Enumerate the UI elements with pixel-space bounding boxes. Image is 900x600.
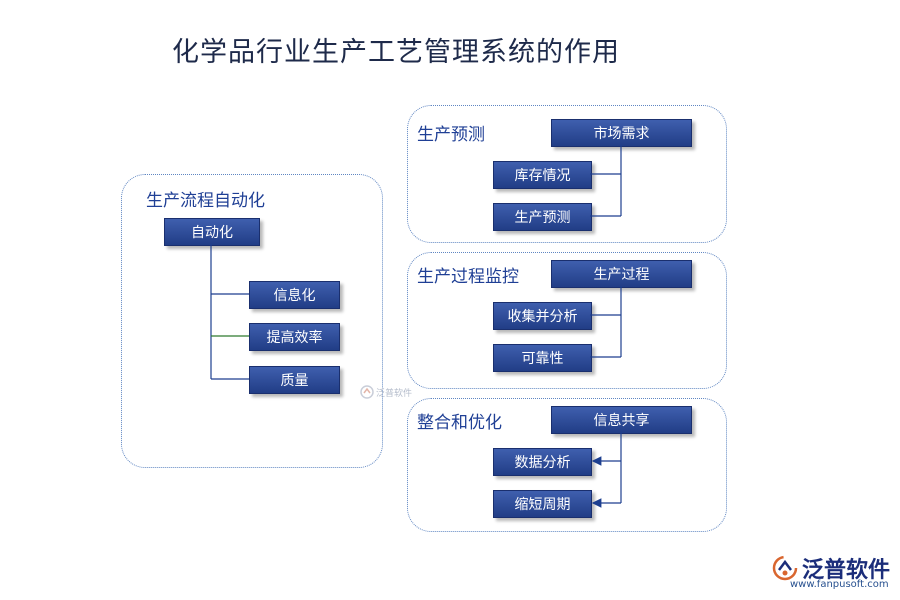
node-quality: 质量 bbox=[249, 366, 340, 394]
node-informatization: 信息化 bbox=[249, 281, 340, 309]
node-shorten-cycle: 缩短周期 bbox=[493, 490, 592, 518]
node-automation: 自动化 bbox=[164, 218, 260, 246]
watermark-logo-icon bbox=[360, 385, 374, 399]
brand-name: 泛普软件 bbox=[802, 558, 891, 583]
brand-logo: 泛普软件 bbox=[772, 552, 890, 584]
panel-heading-integration: 整合和优化 bbox=[417, 413, 502, 433]
node-inventory: 库存情况 bbox=[493, 161, 592, 189]
brand-url: www.fanpusoft.com bbox=[790, 579, 889, 590]
node-production-forecast: 生产预测 bbox=[493, 203, 592, 231]
node-reliability: 可靠性 bbox=[493, 344, 592, 372]
node-info-sharing: 信息共享 bbox=[551, 406, 692, 434]
node-efficiency: 提高效率 bbox=[249, 323, 340, 351]
panel-heading-forecast: 生产预测 bbox=[417, 125, 485, 145]
page-title: 化学品行业生产工艺管理系统的作用 bbox=[172, 37, 620, 68]
node-collect-analyze: 收集并分析 bbox=[493, 302, 592, 330]
panel-heading-automation: 生产流程自动化 bbox=[146, 191, 265, 211]
watermark: 泛普软件 bbox=[360, 385, 412, 399]
panel-heading-monitoring: 生产过程监控 bbox=[417, 267, 519, 287]
node-market-demand: 市场需求 bbox=[551, 119, 692, 147]
watermark-text: 泛普软件 bbox=[376, 388, 413, 399]
brand-logo-icon bbox=[772, 555, 798, 581]
node-production-process: 生产过程 bbox=[551, 260, 692, 288]
node-data-analysis: 数据分析 bbox=[493, 448, 592, 476]
